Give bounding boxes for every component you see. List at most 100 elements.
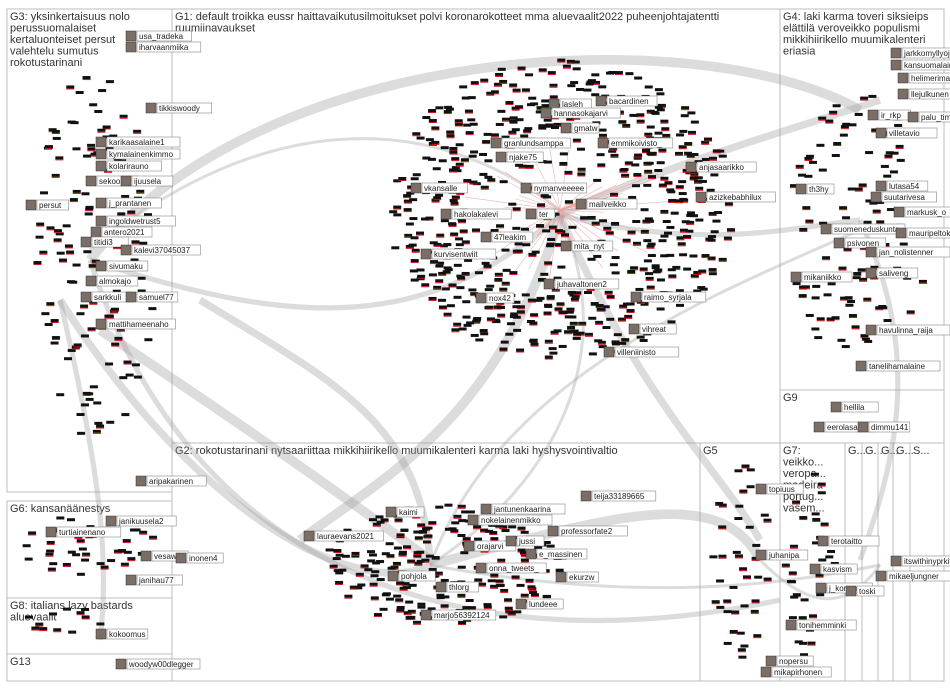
network-node[interactable]: lutasa54: [875, 180, 929, 192]
network-node[interactable]: vihreat: [628, 323, 677, 335]
network-node[interactable]: jan_nolistenner: [865, 246, 950, 258]
network-node[interactable]: orajarvi: [463, 540, 517, 552]
network-node[interactable]: janihau77: [125, 574, 183, 586]
node-dot: [802, 206, 811, 210]
network-node[interactable]: onna_tweets_: [475, 562, 547, 574]
network-node[interactable]: kolarirauno: [95, 160, 162, 172]
network-node[interactable]: woodyw00dlegger: [115, 658, 201, 670]
network-node[interactable]: pohjola: [387, 570, 436, 582]
network-node[interactable]: vkansalle: [410, 182, 468, 194]
network-node[interactable]: nox42: [475, 292, 515, 304]
network-node[interactable]: turtiainenano: [45, 526, 122, 538]
network-node[interactable]: ingoldwetrust5: [95, 215, 176, 227]
network-node[interactable]: marjo56392124: [420, 609, 497, 621]
network-node[interactable]: jarkkomyllyoja: [890, 47, 950, 59]
network-node[interactable]: ijuusela: [120, 175, 174, 187]
network-node[interactable]: th3hy: [795, 183, 835, 195]
network-node[interactable]: e_massinen: [525, 548, 588, 560]
network-node[interactable]: mailveikko: [575, 198, 638, 210]
network-node[interactable]: njake75: [495, 151, 544, 163]
network-node[interactable]: hakolakalevi: [440, 208, 512, 220]
network-node[interactable]: markusk_o: [893, 206, 950, 218]
network-node[interactable]: anjasaarikko: [685, 161, 757, 173]
network-node[interactable]: tonihemminki: [785, 619, 857, 631]
network-node[interactable]: juhanipa: [755, 549, 809, 561]
network-node[interactable]: janikuusela2: [105, 515, 177, 527]
network-node[interactable]: lauraevans2021: [303, 530, 384, 542]
network-node[interactable]: sarkkuli: [80, 291, 134, 303]
network-node[interactable]: j_prantanen: [95, 197, 162, 209]
network-node[interactable]: topiuus: [755, 483, 804, 495]
network-node[interactable]: teija33189665: [580, 490, 657, 502]
network-node[interactable]: tanelihamalaine: [855, 360, 941, 372]
network-node[interactable]: kaimi: [385, 506, 425, 518]
network-node[interactable]: psivonen: [833, 237, 887, 249]
network-node[interactable]: kokoomus: [95, 628, 149, 640]
network-node[interactable]: kurvisentwiit: [420, 248, 497, 260]
network-node[interactable]: terotaitto: [817, 535, 880, 547]
network-node[interactable]: villetavio: [875, 127, 938, 139]
network-node[interactable]: ekurzw: [555, 571, 599, 583]
network-node[interactable]: kasvism: [809, 563, 858, 575]
network-node[interactable]: emmikoivisto_: [597, 137, 674, 149]
network-node[interactable]: ir_rkp: [867, 109, 911, 121]
network-node[interactable]: sivumaku: [95, 260, 149, 272]
network-node[interactable]: dimmu141: [857, 421, 911, 433]
network-node[interactable]: kymalainenkimmo: [95, 148, 181, 160]
network-node[interactable]: titidi3: [80, 236, 129, 248]
node-dot: [619, 304, 628, 308]
network-node[interactable]: itswithinyprkitiliti: [890, 555, 950, 567]
network-node[interactable]: villeniinisto: [603, 346, 680, 358]
network-node[interactable]: nopersu: [765, 655, 814, 667]
node-dot-accent: [438, 274, 447, 276]
network-node[interactable]: granlundsamppa: [490, 137, 571, 149]
network-node[interactable]: havulinna_raija: [865, 324, 950, 336]
network-node[interactable]: gmatw: [560, 122, 600, 134]
network-node[interactable]: almokajo: [85, 275, 139, 287]
network-node[interactable]: aripakarinen: [135, 475, 207, 487]
network-node[interactable]: mauripeltokang2: [895, 227, 950, 239]
network-node[interactable]: helimerimaaa: [897, 72, 950, 84]
network-node[interactable]: llejulkunen: [897, 88, 950, 100]
network-node[interactable]: bacardinen: [595, 95, 658, 107]
network-node[interactable]: lasleh: [548, 98, 592, 110]
node-dot: [81, 615, 90, 619]
network-node[interactable]: azizkebabhilux: [695, 191, 776, 203]
network-node[interactable]: jussi: [505, 535, 545, 547]
network-node[interactable]: ter: [525, 208, 556, 220]
network-node[interactable]: saliveng: [865, 267, 919, 279]
network-node[interactable]: iharvaanmiika: [125, 41, 202, 53]
node-dot-accent: [89, 303, 98, 305]
network-node[interactable]: thlorg: [435, 581, 479, 593]
network-node[interactable]: kansuomalaine3: [890, 59, 950, 71]
network-node[interactable]: hannasokajarvi: [540, 107, 621, 119]
network-node[interactable]: jantunenkaarina: [480, 503, 566, 515]
network-node[interactable]: antero2021: [90, 226, 153, 238]
network-node[interactable]: karikaasalaine1: [95, 136, 181, 148]
network-node[interactable]: juhavaltonen2: [543, 278, 620, 290]
network-node[interactable]: suutarivesa: [870, 191, 937, 203]
network-node[interactable]: mikaeljungner: [875, 570, 950, 582]
network-node[interactable]: hellila: [830, 401, 879, 413]
network-node[interactable]: usa_tradeka: [125, 30, 192, 42]
network-node[interactable]: nymanveeeee: [520, 182, 587, 194]
node-dot: [483, 605, 492, 609]
network-node[interactable]: mita_nyt: [560, 240, 614, 252]
network-node[interactable]: lundeee: [515, 598, 564, 610]
network-node[interactable]: 47leakim: [480, 231, 534, 243]
network-node[interactable]: tikkiswoody: [145, 102, 212, 114]
network-node[interactable]: palu_timo: [907, 111, 950, 123]
node-dot: [804, 174, 813, 178]
network-node[interactable]: inonen4: [175, 552, 224, 564]
network-node[interactable]: suomeneduskunta: [820, 223, 906, 235]
network-node[interactable]: mikapirhonen: [760, 666, 832, 678]
network-node[interactable]: mattihameenaho: [95, 318, 176, 330]
network-node[interactable]: kalevi37045037: [120, 244, 201, 256]
network-node[interactable]: raimo_syrjala: [630, 291, 707, 303]
network-node[interactable]: toski: [845, 585, 885, 597]
network-node[interactable]: nokelainenmikko: [467, 514, 553, 526]
network-node[interactable]: professorfate2: [547, 525, 628, 537]
network-node[interactable]: mikaniikko: [790, 271, 853, 283]
network-node[interactable]: persut: [25, 199, 69, 211]
network-node[interactable]: samuel77: [125, 291, 179, 303]
